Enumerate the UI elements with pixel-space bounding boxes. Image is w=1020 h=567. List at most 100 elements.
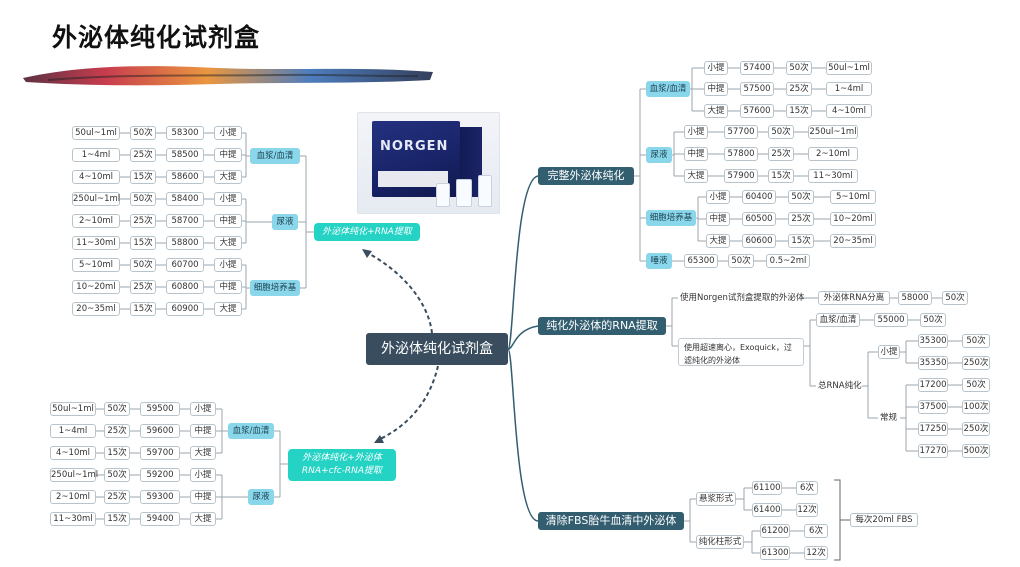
volume-cell: 20~35ml bbox=[830, 234, 876, 248]
volume-cell: 1~4ml bbox=[826, 82, 872, 96]
count-cell: 12次 bbox=[804, 546, 828, 560]
catalog-cell: 17270 bbox=[918, 444, 948, 458]
method-cell: 外泌体RNA分离 bbox=[818, 291, 890, 305]
size-cell: 中提 bbox=[214, 148, 242, 162]
count-cell: 50次 bbox=[768, 125, 794, 139]
catalog-cell: 55000 bbox=[874, 313, 908, 327]
size-cell: 小提 bbox=[214, 192, 242, 206]
dashed-arrow bbox=[365, 251, 433, 334]
catalog-cell: 59500 bbox=[140, 402, 180, 416]
size-cell: 大提 bbox=[214, 236, 242, 250]
size-cell: 小提 bbox=[190, 468, 216, 482]
category-box: 细胞培养基 bbox=[250, 280, 300, 296]
count-cell: 50次 bbox=[920, 313, 946, 327]
size-cell: 大提 bbox=[214, 170, 242, 184]
count-cell: 25次 bbox=[130, 280, 156, 294]
catalog-cell: 37500 bbox=[918, 400, 948, 414]
count-cell: 50次 bbox=[942, 291, 968, 305]
size-cell: 大提 bbox=[704, 104, 728, 118]
kit-label bbox=[378, 171, 448, 187]
page-title: 外泌体纯化试剂盒 bbox=[52, 23, 261, 52]
catalog-cell: 17250 bbox=[918, 422, 948, 436]
count-cell: 25次 bbox=[104, 424, 130, 438]
branch-label-teal: 外泌体纯化+RNA提取 bbox=[314, 223, 420, 241]
volume-cell: 250ul~1ml bbox=[50, 468, 99, 482]
catalog-cell: 58000 bbox=[898, 291, 932, 305]
dashed-arrow bbox=[377, 365, 439, 441]
volume-cell: 50ul~1ml bbox=[50, 402, 96, 416]
count-cell: 50次 bbox=[104, 468, 130, 482]
count-cell: 15次 bbox=[130, 302, 156, 316]
size-cell: 大提 bbox=[190, 512, 216, 526]
size-cell: 大提 bbox=[684, 169, 708, 183]
count-cell: 25次 bbox=[130, 148, 156, 162]
count-cell: 250次 bbox=[962, 356, 990, 370]
catalog-cell: 59300 bbox=[140, 490, 180, 504]
count-cell: 250次 bbox=[962, 422, 990, 436]
volume-cell: 50ul~1ml bbox=[72, 126, 120, 140]
product-photo: NORGEN bbox=[357, 112, 500, 214]
brush-stroke-decoration bbox=[23, 66, 433, 86]
volume-cell: 250ul~1ml bbox=[808, 125, 858, 139]
count-cell: 15次 bbox=[786, 104, 812, 118]
count-cell: 50次 bbox=[130, 126, 156, 140]
catalog-cell: 35350 bbox=[918, 356, 948, 370]
standard-label: 常规 bbox=[880, 413, 898, 423]
product-brand: NORGEN bbox=[380, 139, 449, 154]
volume-cell: 1~4ml bbox=[72, 148, 120, 162]
count-cell: 500次 bbox=[962, 444, 990, 458]
count-cell: 50次 bbox=[130, 258, 156, 272]
branch-label: 清除FBS胎牛血清中外泌体 bbox=[538, 512, 684, 530]
count-cell: 15次 bbox=[130, 236, 156, 250]
volume-cell: 11~30ml bbox=[72, 236, 120, 250]
count-cell: 25次 bbox=[788, 212, 814, 226]
volume-cell: 4~10ml bbox=[826, 104, 872, 118]
catalog-cell: 58300 bbox=[166, 126, 204, 140]
category-box: 唾液 bbox=[646, 253, 672, 269]
catalog-cell: 35300 bbox=[918, 334, 948, 348]
category-box: 尿液 bbox=[646, 147, 672, 163]
volume-cell: 1~4ml bbox=[50, 424, 96, 438]
volume-cell: 5~10ml bbox=[72, 258, 120, 272]
category-box: 血浆/血清 bbox=[250, 148, 300, 164]
catalog-cell: 58500 bbox=[166, 148, 204, 162]
size-cell: 大提 bbox=[706, 234, 730, 248]
count-cell: 6次 bbox=[804, 524, 828, 538]
connector-line bbox=[507, 325, 539, 350]
category-box: 尿液 bbox=[248, 489, 274, 505]
count-cell: 6次 bbox=[796, 481, 818, 495]
size-cell: 中提 bbox=[214, 280, 242, 294]
size-cell: 小提 bbox=[684, 125, 708, 139]
form-cell: 悬浆形式 bbox=[696, 492, 736, 506]
arrow-head bbox=[374, 435, 384, 443]
category-box: 血浆/血清 bbox=[646, 81, 690, 97]
volume-cell: 10~20ml bbox=[72, 280, 120, 294]
catalog-cell: 60900 bbox=[166, 302, 204, 316]
catalog-cell: 61200 bbox=[760, 524, 790, 538]
count-cell: 50次 bbox=[962, 378, 990, 392]
size-cell: 小提 bbox=[190, 402, 216, 416]
catalog-cell: 61300 bbox=[760, 546, 790, 560]
size-cell: 小提 bbox=[214, 126, 242, 140]
volume-cell: 0.5~2ml bbox=[766, 254, 810, 268]
branch-label: 完整外泌体纯化 bbox=[538, 167, 634, 185]
catalog-cell: 17200 bbox=[918, 378, 948, 392]
count-cell: 25次 bbox=[786, 82, 812, 96]
count-cell: 50次 bbox=[788, 190, 814, 204]
catalog-cell: 57900 bbox=[724, 169, 758, 183]
volume-cell: 2~10ml bbox=[50, 490, 96, 504]
catalog-cell: 60600 bbox=[742, 234, 776, 248]
central-topic: 外泌体纯化试剂盒 bbox=[366, 333, 508, 365]
volume-cell: 2~10ml bbox=[72, 214, 120, 228]
total-rna-label: 总RNA纯化 bbox=[818, 381, 862, 391]
category-box: 细胞培养基 bbox=[646, 210, 696, 226]
count-cell: 50次 bbox=[130, 192, 156, 206]
category-box: 尿液 bbox=[272, 214, 298, 230]
vial-image bbox=[456, 179, 472, 207]
vial-image bbox=[436, 183, 450, 207]
count-cell: 100次 bbox=[962, 400, 990, 414]
size-cell: 中提 bbox=[214, 214, 242, 228]
